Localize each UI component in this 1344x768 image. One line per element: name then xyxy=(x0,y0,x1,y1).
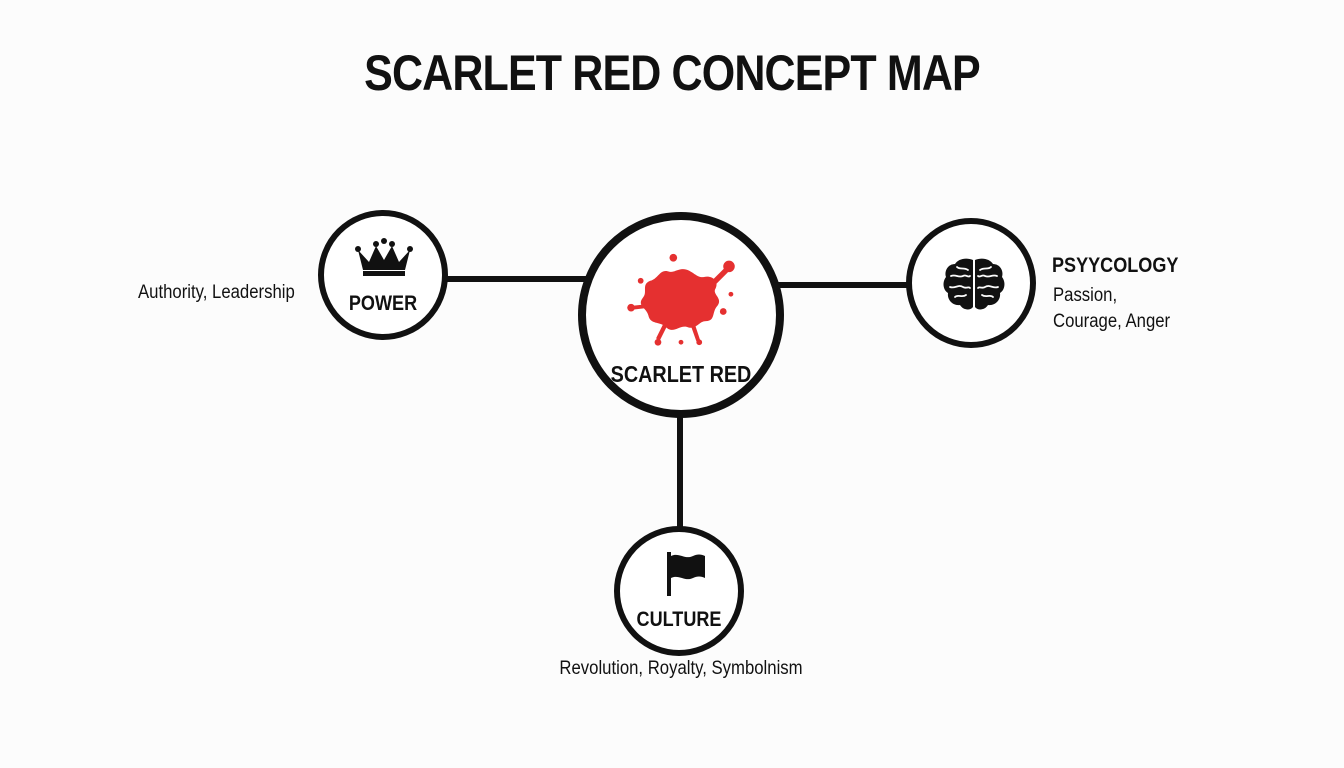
culture-node: CULTURE xyxy=(614,526,744,656)
psychology-label: PSYYCOLOGY xyxy=(1052,254,1179,277)
red-paint-splash-icon xyxy=(627,253,735,346)
psychology-node xyxy=(906,218,1036,348)
power-description: Authority, Leadership xyxy=(138,282,295,303)
culture-label: CULTURE xyxy=(636,608,722,631)
power-label: POWER xyxy=(348,292,418,315)
psychology-description-line-1: Passion, xyxy=(1053,285,1118,306)
crown-icon xyxy=(355,238,413,276)
center-node: SCARLET RED xyxy=(578,212,784,418)
culture-description: Revolution, Royalty, Symbolnism xyxy=(559,658,803,679)
psychology-description-line-2: Courage, Anger xyxy=(1053,311,1171,332)
page-title: SCARLET RED CONCEPT MAP xyxy=(364,45,981,101)
center-label: SCARLET RED xyxy=(610,361,752,387)
power-node: POWER xyxy=(318,210,448,340)
flag-icon xyxy=(667,552,705,596)
brain-icon xyxy=(943,258,1005,310)
